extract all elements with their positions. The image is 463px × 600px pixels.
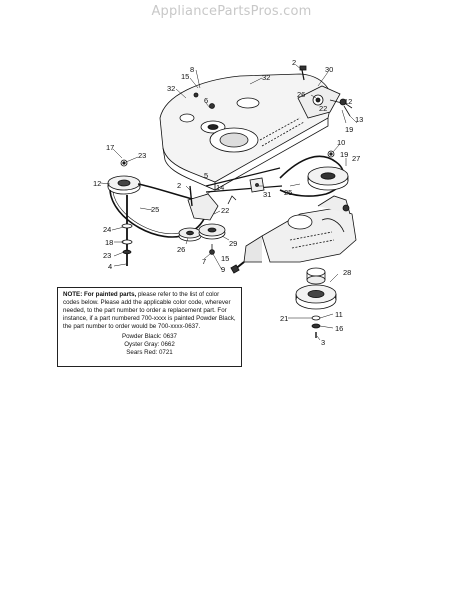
callout-31: 31 [263, 190, 271, 199]
callout-17: 17 [106, 143, 114, 152]
idler-pulleys [178, 185, 237, 255]
callout-13: 13 [355, 115, 363, 124]
note-label: NOTE: [63, 291, 83, 298]
callout-15: 15 [181, 72, 189, 81]
callout-12: 12 [344, 97, 352, 106]
callout-22: 22 [319, 104, 327, 113]
callout-21: 21 [280, 314, 288, 323]
callout-30: 30 [325, 65, 333, 74]
callout-2: 2 [292, 58, 296, 67]
transaxle [230, 195, 357, 274]
callout-8: 8 [190, 65, 194, 74]
callout-2: 2 [177, 181, 181, 190]
callout-26: 26 [297, 90, 305, 99]
drive-belt-left [109, 183, 207, 238]
site-watermark: AppliancePartsPros.com [151, 4, 312, 19]
deck-housing [159, 73, 333, 191]
callout-10: 10 [337, 138, 345, 147]
callout-12: 12 [93, 179, 101, 188]
pulley-left [107, 175, 141, 195]
callout-28: 28 [343, 268, 351, 277]
note-bold-text: For painted parts, [83, 291, 137, 298]
color-code-oyster-gray: Oyster Gray: 0662 [124, 341, 175, 348]
callout-16: 16 [335, 324, 343, 333]
color-codes: Powder Black: 0637 Oyster Gray: 0662 Sea… [63, 333, 236, 357]
callout-25: 25 [284, 188, 292, 197]
callout-4: 4 [108, 262, 112, 271]
callout-7: 7 [202, 257, 206, 266]
note-text: please refer to the list of color codes … [63, 291, 236, 330]
transaxle-pulley [295, 267, 337, 338]
callout-15: 15 [221, 254, 229, 263]
shaft [120, 159, 133, 266]
callout-18: 18 [105, 238, 113, 247]
callout-19: 19 [345, 125, 353, 134]
color-code-sears-red: Sears Red: 0721 [126, 349, 173, 356]
painted-parts-note: NOTE: For painted parts, please refer to… [57, 287, 242, 367]
callout-labels: 8 15 32 32 6 19 2 30 26 22 12 13 10 19 2… [93, 58, 363, 347]
pulley-right [307, 150, 349, 191]
color-code-powder-black: Powder Black: 0637 [121, 333, 178, 340]
callout-3: 3 [321, 338, 325, 347]
callout-32: 32 [262, 73, 270, 82]
callout-27: 27 [352, 154, 360, 163]
callout-23: 23 [138, 151, 146, 160]
callout-26: 26 [177, 245, 185, 254]
mounting-bracket [249, 177, 265, 193]
idler-bracket-assembly [297, 65, 353, 119]
callout-25: 25 [151, 205, 159, 214]
callout-23: 23 [103, 251, 111, 260]
callout-29: 29 [229, 239, 237, 248]
callout-5: 5 [204, 171, 208, 180]
callout-14: 14 [216, 183, 224, 192]
callout-19: 19 [340, 150, 348, 159]
callout-22: 22 [221, 206, 229, 215]
callout-6: 6 [204, 96, 208, 105]
leader-lines [100, 64, 358, 341]
callout-11: 11 [335, 310, 343, 319]
note-body: NOTE: For painted parts, please refer to… [63, 291, 236, 330]
callout-32: 32 [167, 84, 175, 93]
callout-9: 9 [221, 265, 225, 274]
callout-24: 24 [103, 225, 111, 234]
